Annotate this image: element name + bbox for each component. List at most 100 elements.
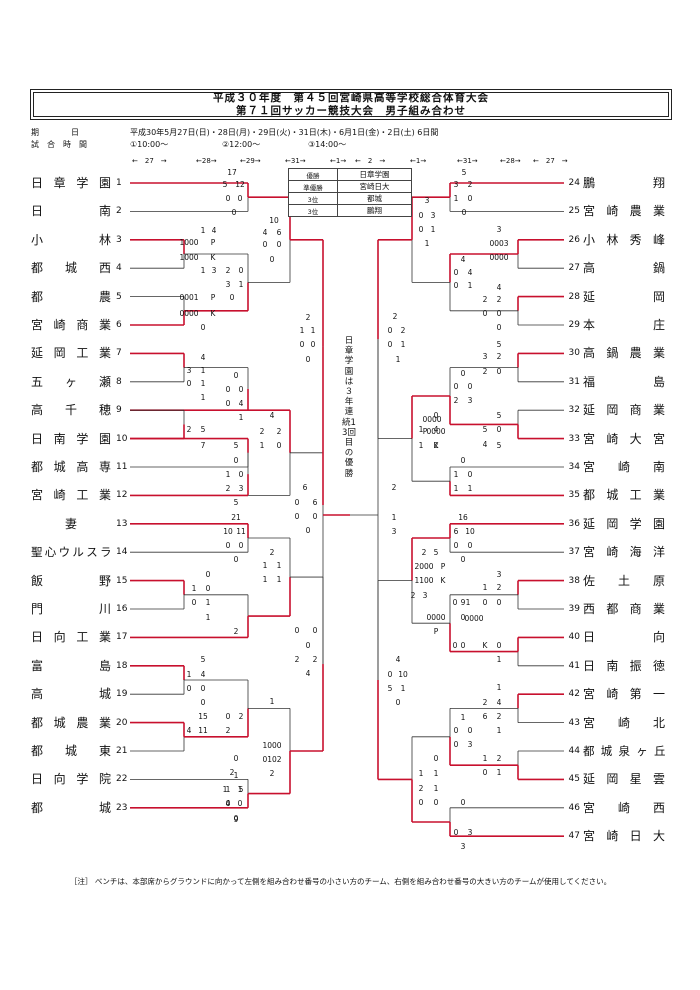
match-score: 0 (306, 526, 311, 535)
team-number: 3 (116, 234, 122, 245)
team-name: 宮崎農業 (583, 204, 665, 219)
team-name: 小林秀峰 (583, 232, 665, 247)
match-score: 0 (468, 382, 473, 391)
match-score: 1 (468, 281, 473, 290)
match-score: P (211, 293, 216, 302)
match-score: 0 (483, 309, 488, 318)
match-score: 3 (454, 180, 459, 189)
team-number: 15 (116, 575, 128, 586)
match-score: 2 (306, 313, 311, 322)
match-score: 0 (263, 240, 268, 249)
match-score: 1 (497, 726, 502, 735)
match-score: 4 (201, 670, 206, 679)
match-score: 1 (201, 379, 206, 388)
team-name: 門川 (31, 602, 111, 616)
match-score: 1 (497, 768, 502, 777)
day-marker: ← 2 → (355, 157, 386, 165)
match-score: 0 (434, 411, 439, 420)
match-score: 1 (434, 784, 439, 793)
match-score: 4 (270, 411, 275, 420)
match-score: 4 (306, 669, 311, 678)
match-score: 4 (497, 283, 502, 292)
match-score: 0 (396, 698, 401, 707)
day-marker: ←28→ (196, 157, 217, 165)
match-score: 21 (231, 513, 241, 522)
match-score: 5 (462, 168, 467, 177)
match-score: 0 (468, 194, 473, 203)
match-score: 2 (497, 754, 502, 763)
team-name: 延岡学園 (583, 516, 665, 531)
team-name: 小林 (31, 232, 111, 247)
match-score: 1 (187, 670, 192, 679)
match-score: 2 (230, 768, 235, 777)
match-score: 4 (497, 698, 502, 707)
match-score: 0 (201, 698, 206, 707)
match-score: 5 (497, 441, 502, 450)
match-score: 0 (434, 754, 439, 763)
match-score: 3 (212, 266, 217, 275)
match-score: 1 (260, 441, 265, 450)
team-number: 35 (568, 490, 580, 501)
match-score: 4 (201, 353, 206, 362)
time-slot-1: ①10:00～ (130, 140, 169, 149)
match-score: 0 (192, 598, 197, 607)
match-score: 2 (454, 396, 459, 405)
team-name: 妻 (64, 516, 77, 531)
match-score: 2 (497, 712, 502, 721)
match-score: 1 (434, 769, 439, 778)
team-name: 日向 (583, 630, 665, 645)
match-score: 0 (295, 626, 300, 635)
match-score: 0 (206, 584, 211, 593)
team-number: 8 (116, 376, 122, 387)
match-score: 10 (465, 527, 475, 536)
match-score: 0 (226, 541, 231, 550)
match-score: 0 (483, 598, 488, 607)
team-number: 44 (568, 746, 580, 756)
match-score: 0 (239, 385, 244, 394)
day-marker: ← 27 → (132, 157, 167, 165)
match-score: 1 (201, 226, 206, 235)
match-score: 3 (239, 484, 244, 493)
title-line-1: 平成３０年度 第４５回宮崎県高等学校総合体育大会 (213, 92, 489, 104)
match-score: 1 (396, 355, 401, 364)
match-score: 0 (483, 768, 488, 777)
match-score: 15 (198, 712, 208, 721)
match-score: 0 (461, 555, 466, 564)
team-number: 24 (568, 178, 580, 188)
team-number: 12 (116, 490, 128, 501)
match-score: 3 (461, 842, 466, 851)
match-score: 0 (234, 754, 239, 763)
match-score: 0 (226, 194, 231, 203)
match-score: 1000 (179, 238, 198, 247)
match-score: 0 (234, 456, 239, 465)
team-number: 42 (568, 689, 580, 700)
time-slot-2: ②12:00～ (222, 140, 261, 149)
match-score: 1 (454, 470, 459, 479)
match-score: 4 (239, 399, 244, 408)
team-name: 延岡工業 (31, 346, 111, 361)
match-score: 12 (235, 180, 245, 189)
match-score: 0 (434, 798, 439, 807)
match-score: K (434, 441, 440, 450)
team-number: 2 (116, 206, 122, 217)
match-score: 2 (270, 769, 275, 778)
match-score: 3 (468, 740, 473, 749)
match-score: 2 (401, 326, 406, 335)
team-name: 高鍋農業 (583, 346, 665, 361)
team-number: 38 (568, 575, 580, 586)
day-marker: ←1→ (410, 157, 427, 165)
match-score: 1 (201, 366, 206, 375)
match-score: 10 (398, 670, 408, 679)
match-score: K (483, 641, 489, 650)
match-score: 3 (187, 366, 192, 375)
match-score: 10 (269, 216, 279, 225)
results-label: 優勝 (288, 168, 338, 181)
team-name: 高千穂 (31, 403, 111, 418)
team-number: 41 (568, 660, 580, 671)
team-name: 聖心ウルスラ (31, 545, 112, 560)
match-score: 0 (497, 309, 502, 318)
team-name: 日向学院 (31, 772, 111, 787)
match-score: 10 (223, 527, 233, 536)
match-score: 0000 (489, 253, 508, 262)
match-score: 2 (422, 548, 427, 557)
